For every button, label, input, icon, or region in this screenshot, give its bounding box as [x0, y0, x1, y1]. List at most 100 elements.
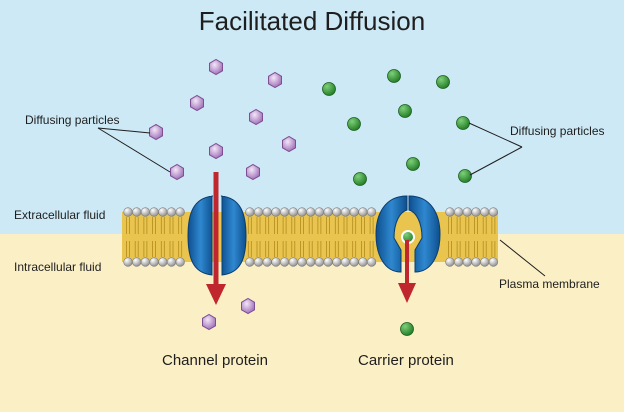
lipid-tail [256, 241, 261, 257]
channel-arrow [206, 172, 226, 305]
lipid-tail [326, 241, 330, 257]
purple-particles [149, 58, 296, 331]
lipid-head [253, 257, 264, 267]
purple-particle [149, 123, 163, 141]
lipid-head [175, 207, 185, 217]
purple-particle [170, 163, 184, 181]
lipid-tail [178, 217, 183, 234]
lipid-tail [169, 241, 174, 257]
green-particle [458, 169, 472, 183]
lipid-head [158, 207, 168, 217]
lipid-head [488, 207, 499, 217]
diffusing-particles-right-label: Diffusing particles [510, 124, 605, 138]
plasma-membrane [122, 207, 499, 267]
lipid-head [149, 257, 159, 267]
lipid-tail [491, 217, 496, 234]
leader-line [469, 146, 523, 176]
green-particle [353, 172, 367, 186]
lipid-head [471, 207, 481, 217]
lipid-tail [317, 217, 322, 234]
lipid-head [288, 207, 298, 217]
lipid-tail [282, 241, 287, 257]
green-particle [387, 69, 401, 83]
lipid-tail [361, 241, 365, 257]
lipid-tail [448, 217, 452, 234]
lipid-tail [256, 217, 261, 234]
lipid-tail [160, 217, 165, 234]
lipid-head [262, 257, 272, 267]
purple-particle [190, 94, 204, 112]
lipid-head [166, 257, 177, 267]
green-particle [322, 82, 336, 96]
lipid-head [132, 207, 142, 217]
diffusing-particles-left-label: Diffusing particles [25, 113, 120, 127]
lipid-head [132, 257, 142, 267]
lipid-tail [126, 217, 130, 234]
lipid-head [253, 207, 264, 217]
lipid-tail [265, 241, 270, 257]
lipid-head [306, 257, 316, 267]
lipid-head [367, 207, 377, 217]
lipid-tail [482, 217, 487, 234]
lipid-head [271, 257, 281, 267]
lipid-head [314, 257, 325, 267]
lipid-head [349, 207, 359, 217]
lipid-head [297, 257, 307, 267]
lipid-tail [456, 241, 461, 257]
lipid-tail [369, 217, 374, 234]
lipid-head [367, 257, 377, 267]
carrier-protein-label: Carrier protein [358, 352, 454, 369]
leader-line [97, 127, 151, 134]
lipid-tail [352, 241, 357, 257]
lipid-tail [343, 241, 348, 257]
lipid-tail [343, 217, 348, 234]
intracellular-fluid-label: Intracellular fluid [14, 260, 102, 274]
lipid-tail [308, 241, 313, 257]
green-particle [398, 104, 412, 118]
lipid-tail [126, 241, 130, 257]
lipid-tail [134, 241, 139, 257]
leader-line [468, 122, 523, 148]
diagram-title: Facilitated Diffusion [198, 6, 426, 36]
lipid-tail [326, 217, 330, 234]
lipid-tail [274, 217, 278, 234]
lipid-tail [465, 217, 470, 234]
purple-particle [246, 163, 260, 181]
lipid-head [323, 257, 333, 267]
lipid-tail [247, 217, 252, 234]
lipid-tail [152, 217, 156, 234]
lipid-head [445, 207, 455, 217]
lipid-head [280, 257, 290, 267]
lipid-head [332, 207, 342, 217]
lipid-tail [265, 217, 270, 234]
green-particle [347, 117, 361, 131]
lipid-head [480, 257, 490, 267]
green-particle [406, 157, 420, 171]
lipid-head [454, 257, 464, 267]
purple-particle [249, 108, 263, 126]
lipid-tail [334, 241, 339, 257]
lipid-head [175, 257, 185, 267]
lipid-head [445, 257, 455, 267]
lipid-head [314, 207, 325, 217]
green-particles [322, 69, 472, 336]
lipid-tail [448, 241, 452, 257]
lipid-tail [143, 241, 148, 257]
lipid-tail [308, 217, 313, 234]
lipid-head [288, 257, 298, 267]
lipid-head [340, 257, 351, 267]
lipid-head [140, 207, 150, 217]
extracellular-fluid-label: Extracellular fluid [14, 208, 106, 222]
lipid-head [158, 257, 168, 267]
green-particle [400, 322, 414, 336]
lipid-tail [482, 241, 487, 257]
lipid-tail [465, 241, 470, 257]
purple-particle [202, 313, 216, 331]
lipid-head [323, 207, 333, 217]
lipid-head [271, 207, 281, 217]
lipid-tail [169, 217, 174, 234]
lipid-head [123, 207, 133, 217]
leader-line [97, 127, 171, 173]
lipid-tail [300, 241, 304, 257]
